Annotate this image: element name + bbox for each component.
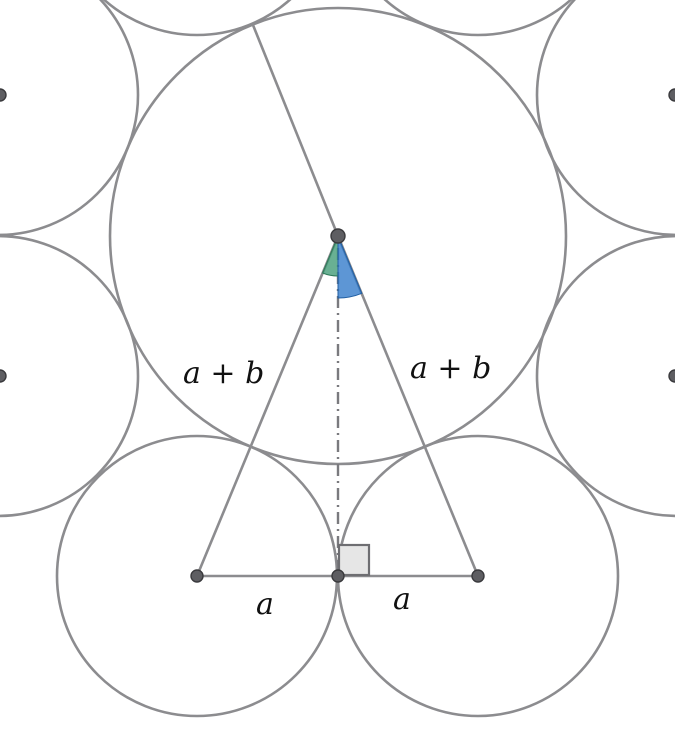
triangle-side-left [195, 235, 340, 577]
small-circle-top-right [383, 0, 573, 37]
right-angle-marker [337, 543, 371, 577]
angle-marker-right [337, 235, 363, 299]
point-center-left-lower [0, 369, 7, 383]
point-center-bottom-right [471, 569, 485, 583]
label-hypotenuse-left: a + b [183, 356, 264, 391]
point-center-bottom-left [190, 569, 204, 583]
small-circle-left-upper [0, 0, 140, 237]
label-hypotenuse-right: a + b [410, 351, 491, 386]
small-circle-top-left [102, 0, 292, 37]
point-center-right-lower [668, 369, 675, 383]
small-circle-right-lower [535, 234, 675, 518]
point-center-left-upper [0, 88, 7, 102]
point-center-right-upper [668, 88, 675, 102]
label-base-right: a [393, 582, 411, 617]
label-base-left: a [256, 587, 274, 622]
point-center-large [330, 228, 346, 244]
point-tangent-bottom [331, 569, 345, 583]
radius-segment [251, 24, 340, 237]
small-circle-right-upper [535, 0, 675, 237]
small-circle-left-lower [0, 234, 140, 518]
